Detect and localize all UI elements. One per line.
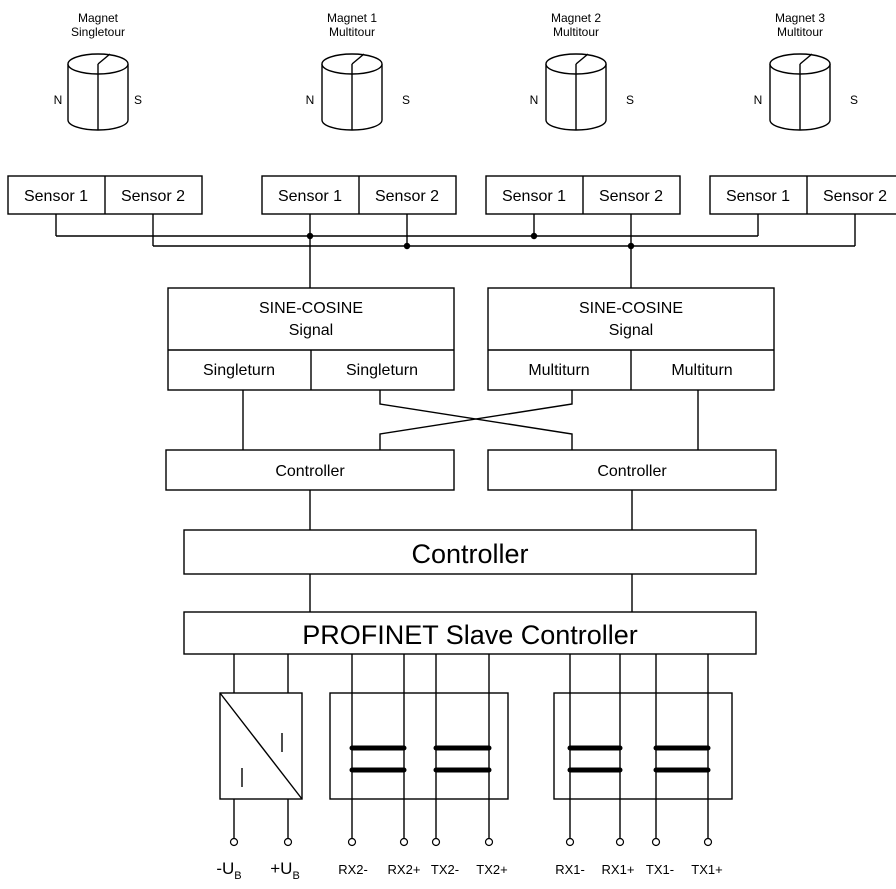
north-pole-label: N — [54, 93, 63, 107]
transformer-port-2 — [329, 692, 509, 800]
magnet-cylinder-icon — [545, 53, 607, 131]
terminal-label-rx2-minus: RX2- — [338, 862, 368, 877]
sensor-2-label: Sensor 2 — [823, 188, 887, 205]
magnet-title-line2: Multitour — [777, 25, 823, 39]
cross-wiring — [242, 390, 699, 450]
terminal-label-tx1-minus: TX1- — [646, 862, 674, 877]
terminal-label-tx2-plus: TX2+ — [476, 862, 507, 877]
terminal-label-rx2-plus: RX2+ — [388, 862, 421, 877]
coil-icon — [567, 745, 623, 773]
coil-icon — [433, 745, 492, 773]
terminal-circles — [229, 837, 713, 847]
sensor-1-label: Sensor 1 — [502, 188, 566, 205]
south-pole-label: S — [626, 93, 634, 107]
magnet-title-line2: Multitour — [329, 25, 375, 39]
sine-cosine-signal-multiturn: SINE-COSINE Signal Multiturn Multiturn — [487, 287, 775, 391]
junction-dot — [403, 242, 411, 250]
sensor-bus-wiring — [55, 214, 856, 288]
sensor-1-label: Sensor 1 — [24, 188, 88, 205]
signal-title-line2: Signal — [289, 322, 333, 339]
magnet-title-line2: Singletour — [71, 25, 125, 39]
singleturn-label-right: Singleturn — [346, 362, 418, 379]
multiturn-label-right: Multiturn — [671, 362, 732, 379]
terminal-icon — [703, 837, 713, 847]
terminal-icon — [431, 837, 441, 847]
terminal-icon — [651, 837, 661, 847]
controller-right-label: Controller — [597, 463, 667, 480]
dc-dc-converter-icon — [219, 692, 303, 838]
sensor-2-label: Sensor 2 — [599, 188, 663, 205]
transformer-port-1 — [553, 692, 733, 800]
profinet-slave-controller: PROFINET Slave Controller — [183, 611, 757, 655]
magnet-2-multitour: Magnet 2 Multitour N S — [530, 11, 634, 131]
controller-main-label: Controller — [411, 539, 528, 569]
controller-left-label: Controller — [275, 463, 345, 480]
north-pole-label: N — [754, 93, 763, 107]
terminal-icon — [565, 837, 575, 847]
terminal-label-rx1-minus: RX1- — [555, 862, 585, 877]
profinet-label: PROFINET Slave Controller — [302, 620, 638, 650]
terminal-label-plus-ub: +UB — [270, 859, 300, 882]
terminal-icon — [484, 837, 494, 847]
magnet-title-line1: Magnet 2 — [551, 11, 601, 25]
south-pole-label: S — [402, 93, 410, 107]
magnet-cylinder-icon — [321, 53, 383, 131]
magnet-3-multitour: Magnet 3 Multitour N S — [754, 11, 858, 131]
coil-icon — [653, 745, 711, 773]
terminal-icon — [283, 837, 293, 847]
terminal-label-tx2-minus: TX2- — [431, 862, 459, 877]
sensor-pair-2: Sensor 1 Sensor 2 — [261, 175, 457, 215]
terminal-label-minus-ub: -UB — [216, 859, 241, 882]
magnet-title-line1: Magnet 1 — [327, 11, 377, 25]
controller-right: Controller — [487, 449, 777, 491]
magnet-cylinder-icon — [67, 53, 129, 131]
multiturn-label-left: Multiturn — [528, 362, 589, 379]
magnet-title-line1: Magnet — [78, 11, 119, 25]
terminal-icon — [399, 837, 409, 847]
junction-dot — [530, 232, 538, 240]
sensor-2-label: Sensor 2 — [121, 188, 185, 205]
magnet-title-line2: Multitour — [553, 25, 599, 39]
controller-main: Controller — [183, 529, 757, 575]
singleturn-label-left: Singleturn — [203, 362, 275, 379]
sensor-pair-3: Sensor 1 Sensor 2 — [485, 175, 681, 215]
north-pole-label: N — [530, 93, 539, 107]
terminal-icon — [229, 837, 239, 847]
signal-title-line2: Signal — [609, 322, 653, 339]
terminal-label-rx1-plus: RX1+ — [602, 862, 635, 877]
north-pole-label: N — [306, 93, 315, 107]
magnet-singletour: Magnet Singletour N S — [54, 11, 142, 131]
magnet-1-multitour: Magnet 1 Multitour N S — [306, 11, 410, 131]
signal-title-line1: SINE-COSINE — [259, 300, 363, 317]
south-pole-label: S — [134, 93, 142, 107]
terminal-icon — [347, 837, 357, 847]
sensor-1-label: Sensor 1 — [726, 188, 790, 205]
magnet-title-line1: Magnet 3 — [775, 11, 825, 25]
south-pole-label: S — [850, 93, 858, 107]
terminal-labels: -UB +UB RX2- RX2+ TX2- TX2+ RX1- RX1+ TX… — [216, 859, 722, 882]
sine-cosine-signal-singleturn: SINE-COSINE Signal Singleturn Singleturn — [167, 287, 455, 391]
coil-icon — [349, 745, 407, 773]
sensor-1-label: Sensor 1 — [278, 188, 342, 205]
sensor-pair-4: Sensor 1 Sensor 2 — [709, 175, 896, 215]
sensor-pair-1: Sensor 1 Sensor 2 — [7, 175, 203, 215]
magnet-cylinder-icon — [769, 53, 831, 131]
sensor-2-label: Sensor 2 — [375, 188, 439, 205]
controller-left: Controller — [165, 449, 455, 491]
terminal-label-tx1-plus: TX1+ — [691, 862, 722, 877]
terminal-icon — [615, 837, 625, 847]
signal-title-line1: SINE-COSINE — [579, 300, 683, 317]
